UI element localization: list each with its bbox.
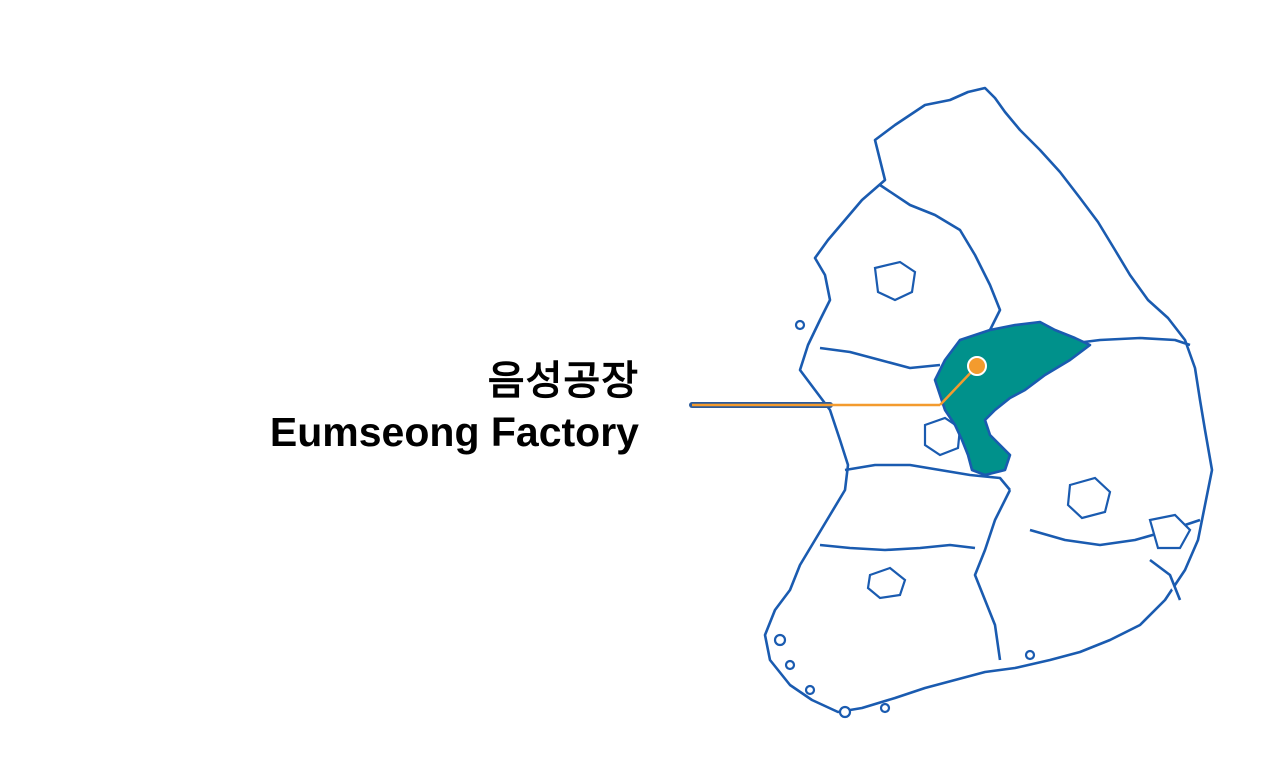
island	[804, 684, 816, 696]
factory-name-korean: 음성공장	[487, 358, 639, 404]
island	[794, 319, 806, 331]
factory-marker	[967, 356, 987, 376]
island	[838, 705, 852, 719]
boundary-chungnam-jeonbuk	[844, 463, 1011, 491]
factory-label: 음성공장 Eumseong Factory	[270, 355, 639, 457]
boundary-jeonbuk-jeonnam	[819, 543, 976, 552]
daegu-area	[1066, 476, 1112, 520]
island	[784, 659, 796, 671]
ulsan-area	[1148, 513, 1192, 550]
boundary-chungnam-gyeonggi	[819, 346, 941, 370]
daejeon-area	[923, 416, 962, 457]
seoul-area	[873, 260, 917, 302]
island	[773, 633, 787, 647]
boundary-gyeongnam-busan	[1149, 558, 1182, 601]
island	[879, 702, 891, 714]
boundary-gangwon-gyeongbuk	[1059, 336, 1191, 347]
island	[1024, 649, 1036, 661]
gwangju-area	[866, 566, 907, 600]
factory-name-english: Eumseong Factory	[269, 409, 639, 455]
boundary-gyeonggi-gangwon	[879, 183, 1002, 342]
boundary-west-east-south	[973, 489, 1012, 661]
